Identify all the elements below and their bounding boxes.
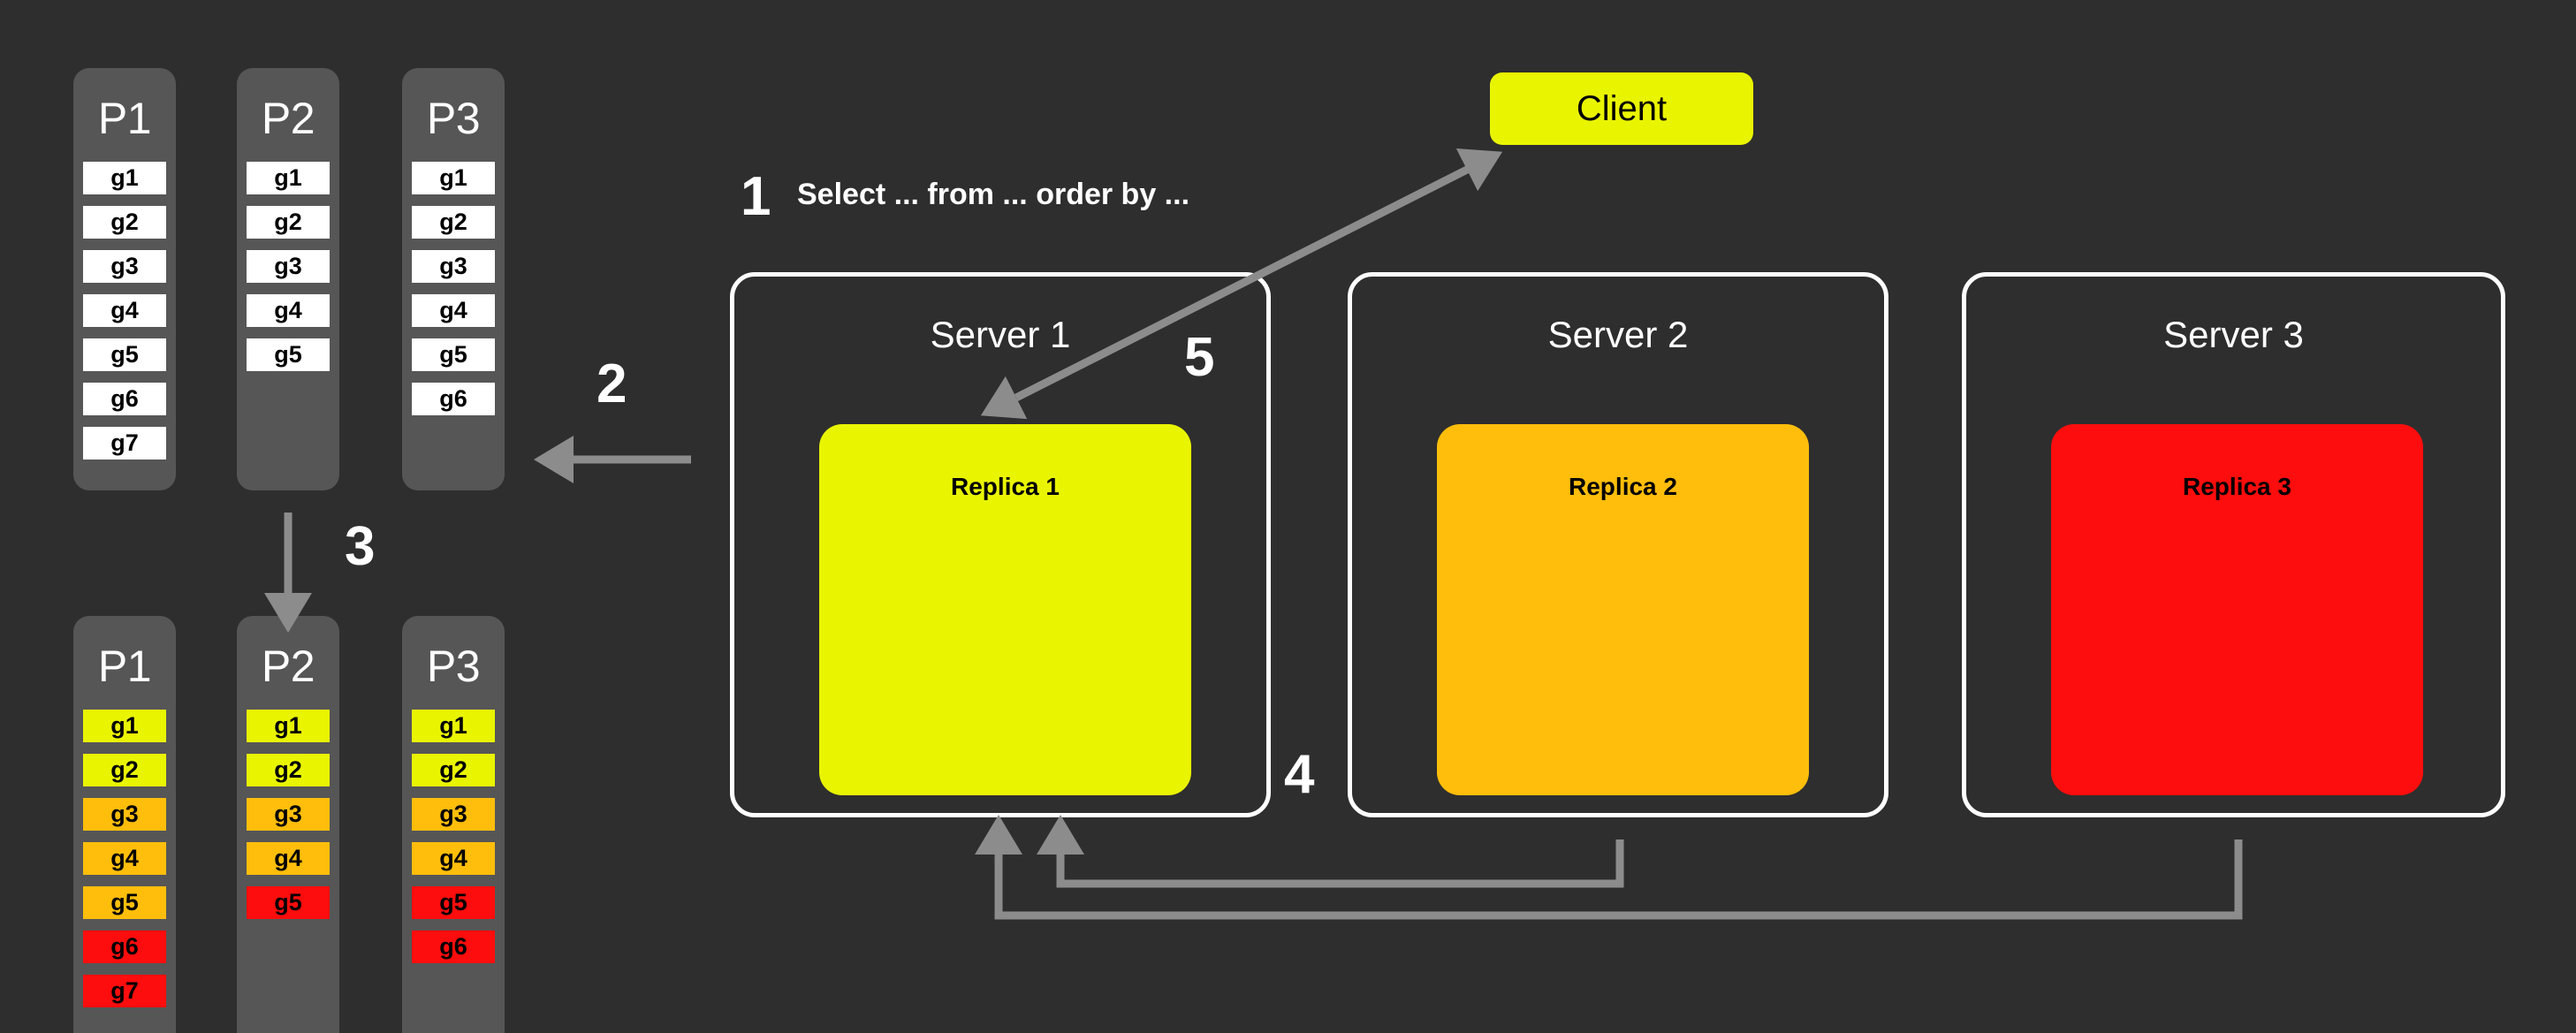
replica-label: Replica 2 [1569,473,1677,500]
partition-bottom-p2: P2 g1 g2 g3 g4 g5 [237,616,339,1033]
partition-cell: g1 [247,710,330,742]
partition-cell: g1 [247,162,330,194]
partition-cell: g5 [412,886,495,919]
client-label: Client [1576,89,1668,128]
step-number-2: 2 [597,353,627,414]
partition-cell: g4 [247,294,330,327]
partition-cell-list: g1 g2 g3 g4 g5 g6 g7 [83,162,166,471]
step-number-1: 1 [741,166,771,227]
server-2-box[interactable]: Server 2 Replica 2 [1348,272,1888,817]
partition-cell: g3 [83,798,166,831]
partition-title: P1 [97,94,152,143]
partition-title: P3 [426,642,481,691]
partition-cell: g1 [412,710,495,742]
partition-cell: g1 [412,162,495,194]
partition-title: P1 [97,642,152,691]
partition-top-p2: P2 g1 g2 g3 g4 g5 [237,68,339,490]
partition-cell: g4 [247,842,330,875]
replica-label: Replica 1 [951,473,1060,500]
client-node[interactable]: Client [1490,72,1753,145]
server-3-box[interactable]: Server 3 Replica 3 [1962,272,2505,817]
partition-cell: g5 [83,886,166,919]
partition-title: P2 [261,642,315,691]
partition-title: P3 [426,94,481,143]
replica-1-box[interactable]: Replica 1 [819,424,1191,795]
server-title: Server 3 [2163,314,2304,355]
step-number-4: 4 [1284,744,1315,805]
partition-cell: g2 [247,206,330,239]
partition-bottom-p1: P1 g1 g2 g3 g4 g5 g6 g7 [73,616,176,1033]
partition-bottom-p3: P3 g1 g2 g3 g4 g5 g6 [402,616,505,1033]
replica-3-box[interactable]: Replica 3 [2051,424,2423,795]
partition-cell: g2 [247,754,330,786]
step-number-5: 5 [1184,327,1215,388]
partition-cell: g4 [83,294,166,327]
replica-2-box[interactable]: Replica 2 [1437,424,1809,795]
server-title: Server 2 [1547,314,1689,355]
partition-title: P2 [261,94,315,143]
partition-cell: g6 [83,930,166,963]
partition-cell: g5 [247,886,330,919]
partition-cell: g4 [412,294,495,327]
partition-cell: g5 [247,338,330,371]
partition-cell: g5 [83,338,166,371]
step-number-3: 3 [345,516,376,577]
partition-cell-list: g1 g2 g3 g4 g5 g6 [412,710,495,975]
partition-cell-list: g1 g2 g3 g4 g5 [247,710,330,930]
partition-cell: g3 [412,250,495,283]
arrow-step-4-inner [1037,815,1624,888]
partition-cell: g4 [412,842,495,875]
partition-top-p3: P3 g1 g2 g3 g4 g5 g6 [402,68,505,490]
partition-cell: g3 [247,250,330,283]
partition-cell: g3 [83,250,166,283]
partition-cell: g6 [412,383,495,415]
partition-cell: g2 [83,206,166,239]
partition-cell: g3 [247,798,330,831]
partition-cell: g7 [83,427,166,460]
query-text-label: Select ... from ... order by ... [797,178,1190,211]
partition-cell: g2 [83,754,166,786]
partition-cell: g6 [412,930,495,963]
server-1-box[interactable]: Server 1 Replica 1 [730,272,1271,817]
partition-cell: g1 [83,710,166,742]
partition-cell: g3 [412,798,495,831]
partition-cell-list: g1 g2 g3 g4 g5 g6 [412,162,495,427]
partition-cell: g7 [83,975,166,1007]
partition-cell: g2 [412,206,495,239]
partition-cell-list: g1 g2 g3 g4 g5 [247,162,330,383]
partition-cell: g5 [412,338,495,371]
arrow-step-4-outer [975,815,2243,920]
partition-top-p1: P1 g1 g2 g3 g4 g5 g6 g7 [73,68,176,490]
partition-cell: g2 [412,754,495,786]
partition-cell: g4 [83,842,166,875]
replica-label: Replica 3 [2183,473,2291,500]
partition-cell-list: g1 g2 g3 g4 g5 g6 g7 [83,710,166,1019]
partition-cell: g6 [83,383,166,415]
partition-cell: g1 [83,162,166,194]
